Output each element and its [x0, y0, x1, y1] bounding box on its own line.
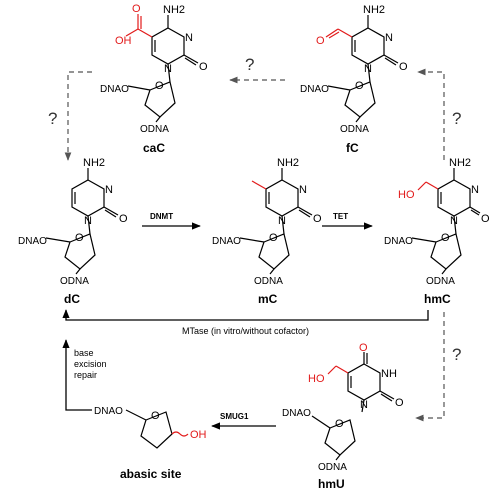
mc-o2: O: [313, 213, 322, 225]
cac-ring-o: O: [155, 80, 164, 92]
hmu-o2: O: [395, 397, 404, 409]
molecule-dc: NH2 N O N O DNAO ODNA dC: [18, 157, 128, 306]
cac-odna: ODNA: [140, 124, 169, 135]
hmc-n3: N: [471, 184, 479, 196]
hmc-n1: N: [450, 215, 458, 227]
hmc-o2: O: [481, 213, 490, 225]
mc-n1: N: [278, 215, 286, 227]
cac-o2: O: [199, 61, 208, 73]
fc-ring-o: O: [355, 80, 364, 92]
dc-dnao: DNAO: [18, 236, 47, 247]
mc-nh2: NH2: [277, 157, 299, 169]
dc-n1: N: [84, 215, 92, 227]
mc-odna: ODNA: [254, 276, 283, 287]
hmu-ring-o: O: [335, 418, 344, 430]
cac-carboxyl-o: O: [132, 3, 141, 15]
abasic-oh: OH: [190, 429, 207, 441]
cac-n1: N: [164, 63, 172, 75]
molecule-fc: NH2 N O N O O DNAO ODNA fC: [300, 4, 408, 155]
arrow-abasic-to-dc: [62, 339, 92, 411]
hmc-dnao: DNAO: [384, 236, 413, 247]
abasic-dnao: DNAO: [94, 406, 123, 417]
arrow-hmc-to-dc: [62, 309, 429, 321]
hmc-label: hmC: [424, 292, 451, 306]
mc-dnao: DNAO: [212, 236, 241, 247]
fc-n3: N: [385, 32, 393, 44]
dc-n3: N: [105, 184, 113, 196]
dc-nh2: NH2: [83, 157, 105, 169]
hmu-o4: O: [359, 342, 368, 354]
abasic-ring-o: O: [151, 410, 160, 422]
label-ber-1: base: [74, 348, 94, 358]
label-ber-3: repair: [74, 370, 97, 380]
question-hmc-hmu: ?: [452, 345, 461, 364]
hmu-nh: NH: [381, 368, 397, 380]
arrow-hmc-to-hmu: [415, 312, 445, 422]
mc-n3: N: [299, 184, 307, 196]
molecule-abasic-site: O OH DNAO abasic site: [94, 406, 207, 481]
question-cac-dc: ?: [48, 109, 57, 128]
cac-label: caC: [143, 141, 165, 155]
fc-n1: N: [364, 63, 372, 75]
cac-nh2: NH2: [163, 4, 185, 16]
fc-odna: ODNA: [340, 124, 369, 135]
hmu-label: hmU: [318, 477, 345, 491]
dc-o2: O: [119, 213, 128, 225]
fc-o2: O: [399, 61, 408, 73]
question-hmc-fc: ?: [452, 109, 461, 128]
hmu-n1: N: [360, 399, 368, 411]
molecule-mc: NH2 N O N O DNAO ODNA mC: [212, 157, 322, 306]
hmc-odna: ODNA: [426, 276, 455, 287]
hmc-ho: HO: [398, 189, 415, 201]
question-fc-cac: ?: [245, 55, 254, 74]
mc-label: mC: [258, 292, 278, 306]
label-ber-2: excision: [74, 359, 107, 369]
abasic-label: abasic site: [120, 467, 182, 481]
label-tet: TET: [333, 212, 348, 221]
arrow-cac-to-dc: [64, 71, 92, 161]
molecule-cac: NH2 N O N O OH O DNAO ODNA caC: [100, 3, 208, 155]
hmu-ho: HO: [308, 373, 325, 385]
fc-label: fC: [346, 141, 359, 155]
hmc-nh2: NH2: [449, 157, 471, 169]
fc-dnao: DNAO: [300, 84, 329, 95]
fc-nh2: NH2: [363, 4, 385, 16]
arrow-hmc-to-fc: [417, 68, 445, 160]
hmu-odna: ODNA: [318, 462, 347, 473]
hmc-ring-o: O: [441, 232, 450, 244]
molecule-hmu: O NH O N HO O DNAO ODNA hmU: [282, 342, 404, 491]
label-dnmt: DNMT: [150, 212, 173, 221]
cac-carboxyl-oh: OH: [115, 35, 132, 47]
hmu-dnao: DNAO: [282, 408, 311, 419]
cac-dnao: DNAO: [100, 84, 129, 95]
dc-ring-o: O: [75, 232, 84, 244]
mc-ring-o: O: [269, 232, 278, 244]
molecule-hmc: NH2 N O N HO O DNAO ODNA hmC: [384, 157, 490, 306]
fc-formyl-o: O: [316, 35, 325, 47]
dc-label: dC: [64, 292, 80, 306]
dc-odna: ODNA: [60, 276, 89, 287]
label-mtase: MTase (in vitro/without cofactor): [182, 326, 309, 336]
label-smug1: SMUG1: [220, 412, 249, 421]
cac-n3: N: [185, 32, 193, 44]
